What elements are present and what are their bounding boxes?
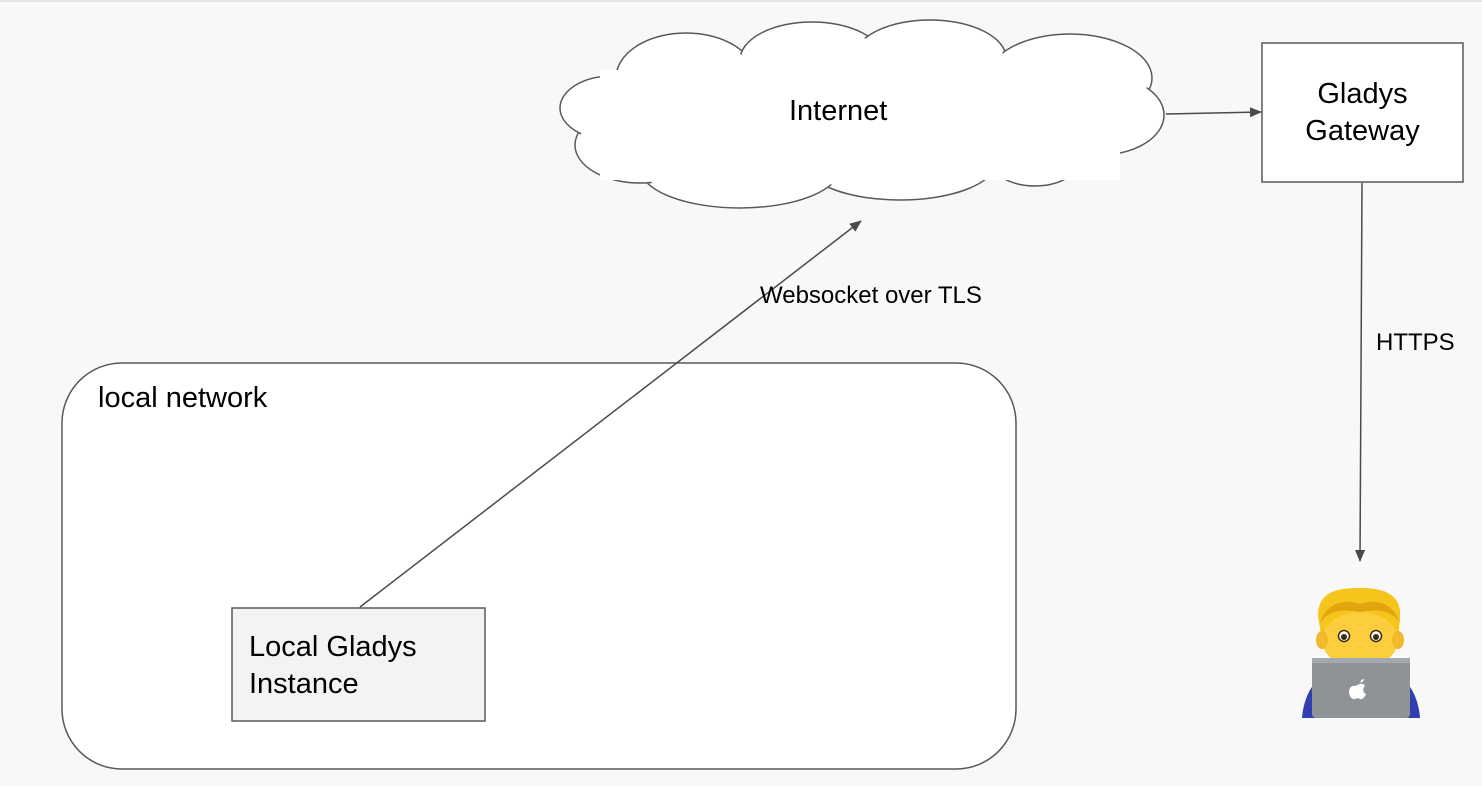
gateway-label: Gladys Gateway — [1262, 76, 1463, 150]
gladys-gateway-box[interactable] — [1261, 42, 1464, 183]
local-instance-label-line1: Local Gladys — [249, 631, 417, 663]
internet-cloud[interactable] — [559, 19, 1165, 209]
internet-label: Internet — [789, 95, 888, 127]
websocket-label: Websocket over TLS — [760, 282, 982, 309]
top-divider — [0, 0, 1482, 2]
gateway-label-line2: Gateway — [1305, 115, 1420, 147]
gateway-label-line1: Gladys — [1317, 78, 1408, 110]
https-label: HTTPS — [1376, 329, 1455, 356]
local-instance-label: Local Gladys Instance — [249, 629, 479, 703]
local-network-label: local network — [98, 382, 268, 414]
man-technologist-icon — [1302, 588, 1420, 718]
local-gladys-instance-box[interactable] — [231, 607, 486, 722]
websocket-connection-arrow[interactable] — [359, 220, 862, 608]
local-network-container[interactable] — [61, 362, 1017, 770]
local-instance-label-line2: Instance — [249, 668, 359, 700]
https-connection-arrow[interactable] — [1355, 182, 1366, 562]
internet-to-gateway-arrow[interactable] — [1165, 107, 1262, 118]
